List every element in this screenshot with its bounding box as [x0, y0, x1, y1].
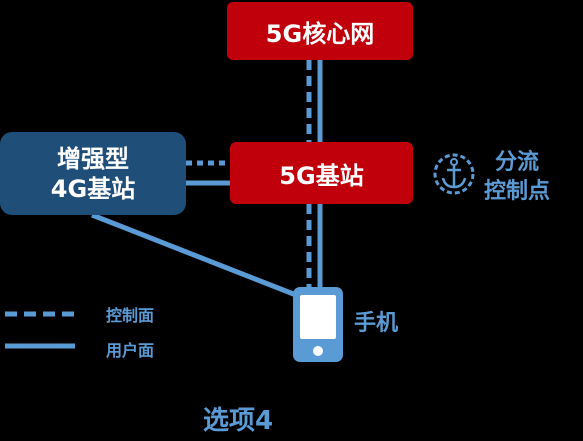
gnb-label: 5G基站 [279, 161, 364, 190]
phone-label: 手机 [354, 311, 399, 336]
split-control-label: 分流 控制点 [484, 148, 550, 206]
enb-phone-user-link [91, 212, 297, 298]
gnb-box: 5G基站 [230, 142, 413, 204]
anchor-icon [433, 153, 475, 195]
legend-user-plane-label: 用户面 [106, 341, 155, 360]
enb-label-line1: 增强型 [57, 144, 129, 173]
legend-control-plane-label: 控制面 [106, 306, 155, 325]
enb-box: 增强型 4G基站 [0, 132, 186, 215]
enb-label-line2: 4G基站 [50, 174, 136, 203]
core-network-label: 5G核心网 [265, 19, 375, 48]
phone-icon [293, 287, 343, 362]
split-control-line1: 分流 [495, 150, 540, 175]
option-label: 选项4 [203, 406, 274, 436]
split-control-line2: 控制点 [484, 179, 551, 204]
core-network-box: 5G核心网 [227, 2, 413, 60]
